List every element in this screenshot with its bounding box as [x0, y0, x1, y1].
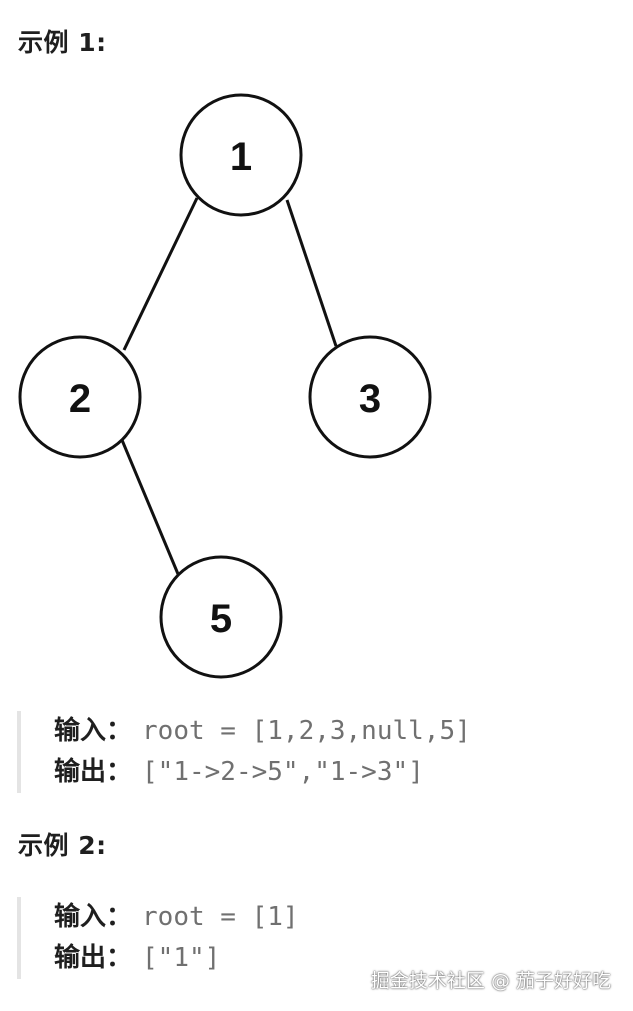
tree-node-label: 3: [359, 377, 381, 421]
tree-edge-2-5: [120, 439, 180, 575]
colon: ：: [106, 943, 133, 973]
colon: ：: [106, 716, 133, 746]
input-label: 输入: [54, 716, 107, 746]
tree-node-label: 1: [230, 135, 252, 179]
input-value: root = [1]: [142, 902, 299, 932]
colon: ：: [106, 757, 133, 787]
output-value: ["1"]: [142, 943, 221, 973]
colon: ：: [106, 902, 133, 932]
tree-edge-1-2: [122, 197, 199, 351]
example-2-output-line: 输出： ["1"]: [54, 938, 299, 979]
output-label: 输出: [54, 943, 107, 973]
watermark: 掘金技术社区 @ 茄子好好吃: [370, 970, 611, 992]
output-value: ["1->2->5","1->3"]: [142, 757, 424, 787]
example-1-input-line: 输入： root = [1,2,3,null,5]: [54, 711, 471, 752]
example-1-output-line: 输出： ["1->2->5","1->3"]: [54, 752, 471, 793]
example-1-heading: 示例 1:: [18, 28, 107, 57]
tree-node-2: 2: [18, 335, 142, 459]
example-2-heading: 示例 2:: [18, 831, 107, 860]
input-label: 输入: [54, 902, 107, 932]
input-value: root = [1,2,3,null,5]: [142, 716, 471, 746]
example-2-io-block: 输入：root = [1] 输出：["1"]: [17, 897, 299, 979]
example-1-io-block: 输入：root = [1,2,3,null,5] 输出：["1->2->5","…: [17, 711, 471, 793]
tree-node-label: 2: [69, 377, 91, 421]
tree-node-label: 5: [210, 597, 232, 641]
binary-tree-diagram: 1 2 3 5: [18, 93, 432, 679]
tree-node-3: 3: [308, 335, 432, 459]
tree-node-5: 5: [159, 555, 283, 679]
tree-node-1: 1: [179, 93, 303, 217]
example-2-input-line: 输入： root = [1]: [54, 897, 299, 938]
tree-edge-1-3: [285, 199, 338, 347]
output-label: 输出: [54, 757, 107, 787]
